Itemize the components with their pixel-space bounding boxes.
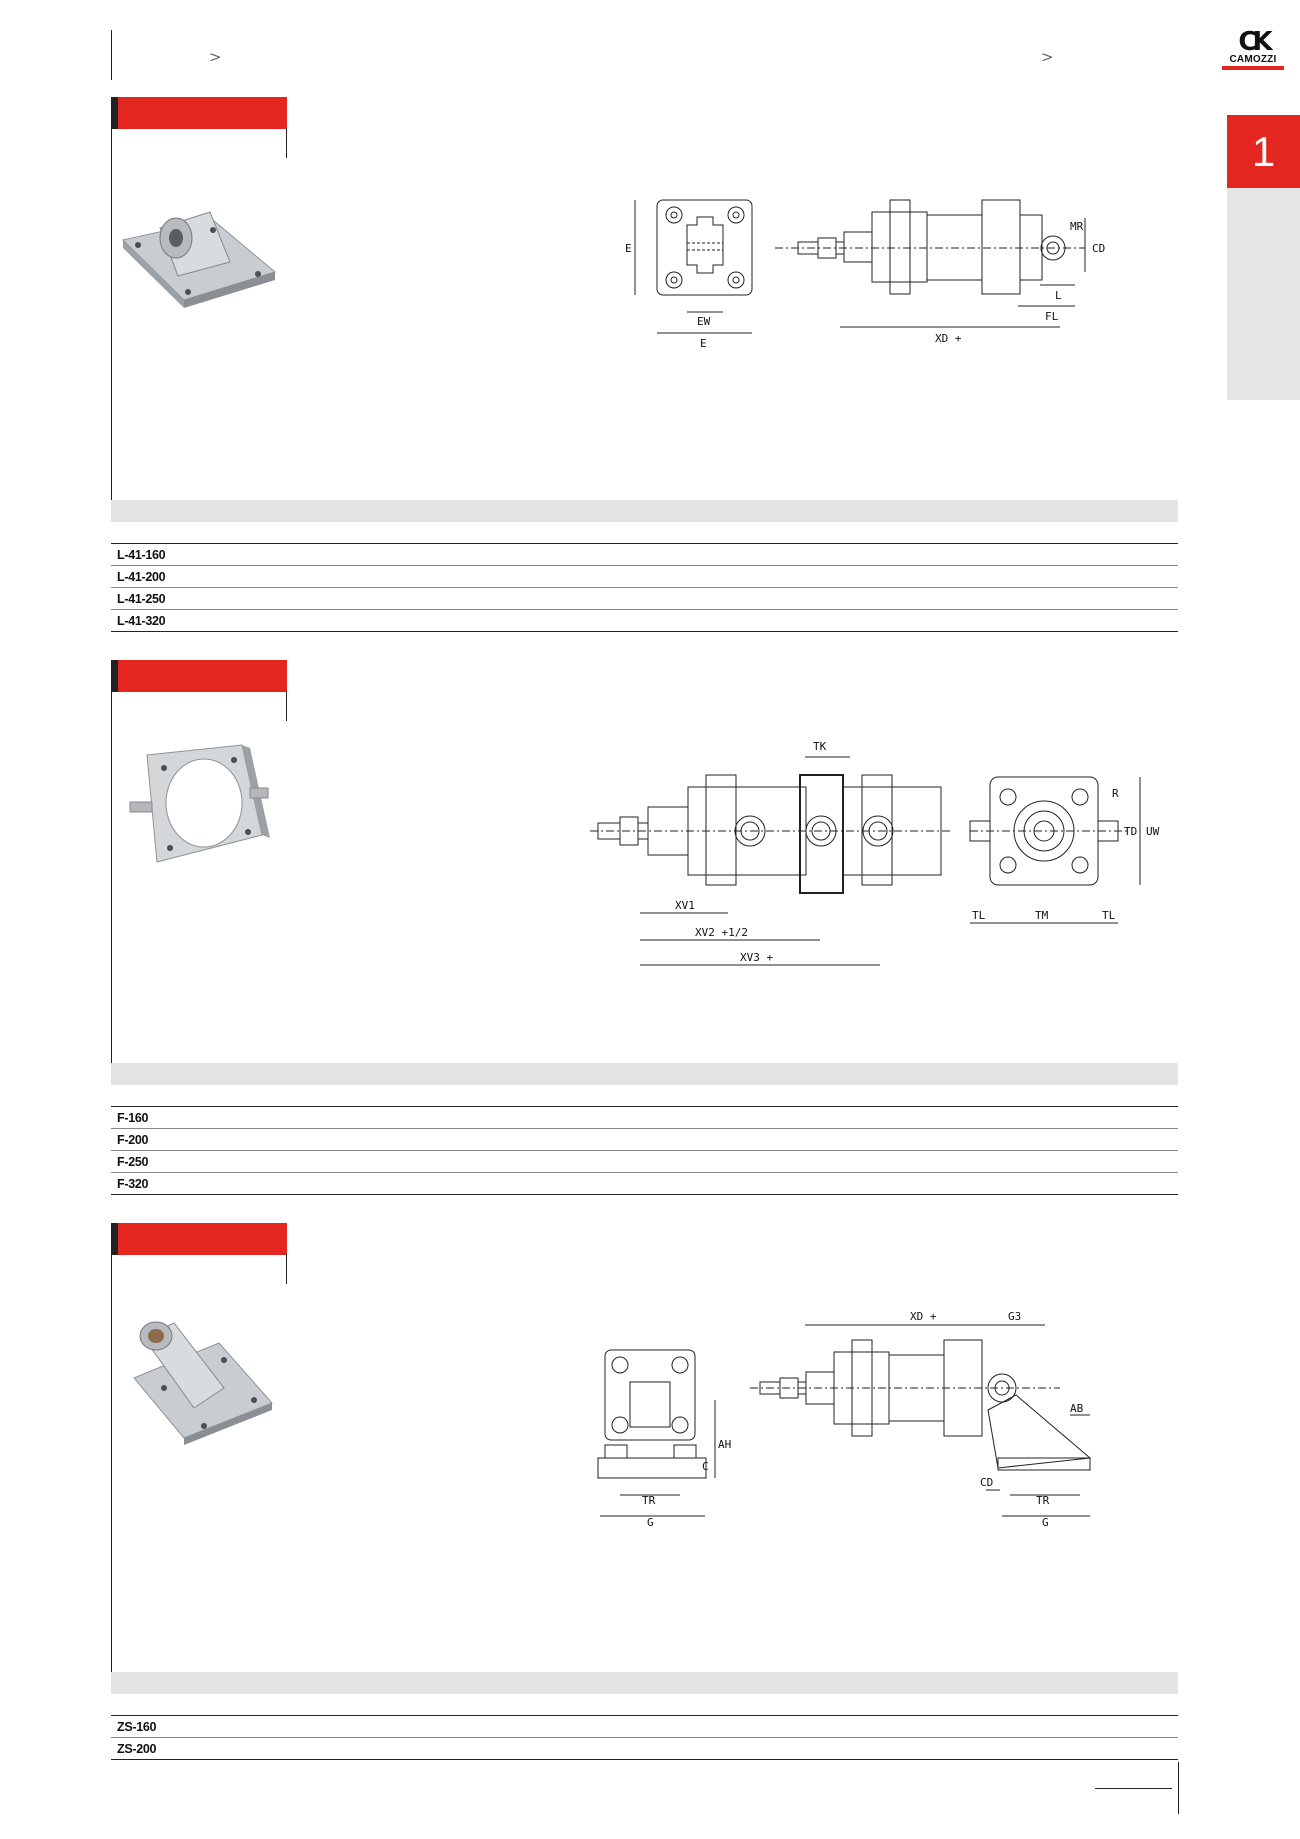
section-2-tab-rule	[286, 691, 287, 721]
table-header	[111, 1672, 1178, 1694]
section-2-left-rule	[111, 691, 112, 1063]
table-row: F-200	[111, 1129, 1178, 1151]
table-row: ZS-160	[111, 1716, 1178, 1738]
section-1-tab-rule	[286, 128, 287, 158]
table-row: L-41-320	[117, 614, 166, 628]
dim-tl-right: TL	[1102, 909, 1116, 922]
dim-l: L	[1055, 289, 1062, 302]
dim-cd: CD	[980, 1476, 993, 1489]
section-3-drawing	[597, 1324, 1092, 1517]
section-3-header-tab	[111, 1223, 287, 1255]
table-subheader	[111, 1694, 1178, 1716]
table-header	[111, 500, 1178, 522]
table-row: F-250	[111, 1151, 1178, 1173]
section-1-drawing	[634, 199, 1086, 334]
dim-g-left: G	[647, 1516, 654, 1529]
table-subheader	[111, 1085, 1178, 1107]
dim-tm: TM	[1035, 909, 1049, 922]
logo-mark: CK	[1238, 27, 1272, 57]
dim-tl-left: TL	[972, 909, 986, 922]
header-rule	[111, 30, 112, 80]
section-2-product-photo	[129, 744, 270, 863]
dim-g-right: G	[1042, 1516, 1049, 1529]
dim-mr: MR	[1070, 220, 1084, 233]
section-2-drawing-labels: TK XV1 XV2 +1/2 XV3 + R TD UW TL TM TL	[675, 740, 1160, 964]
table-row: ZS-200	[117, 1742, 157, 1756]
section-1-product-photo	[121, 211, 277, 308]
section-1-table: L-41-160 L-41-200 L-41-250 L-41-320	[111, 500, 1178, 632]
table-row: F-320	[117, 1177, 149, 1191]
chapter-side-tab[interactable]: 1	[1227, 115, 1300, 400]
section-3-drawing-labels: XD + G3 AH C TR G AB CD TR G	[642, 1310, 1084, 1529]
dim-e-vertical: E	[625, 242, 632, 255]
section-2-drawing	[590, 756, 1141, 966]
table-row: F-160	[111, 1107, 1178, 1129]
dim-tr-left: TR	[642, 1494, 656, 1507]
dim-r: R	[1112, 787, 1119, 800]
dim-xv3: XV3 +	[740, 951, 773, 964]
dim-xv2: XV2 +1/2	[695, 926, 748, 939]
section-1-header-tab	[111, 97, 287, 129]
dim-uw: UW	[1146, 825, 1160, 838]
section-3-table: ZS-160 ZS-200	[111, 1672, 1178, 1760]
dim-tk: TK	[813, 740, 827, 753]
table-row: L-41-160	[111, 544, 1178, 566]
table-row: L-41-200	[111, 566, 1178, 588]
section-1-drawing-labels: E EW E MR CD L FL XD +	[625, 220, 1105, 350]
logo-wordmark: CAMOZZI	[1222, 54, 1284, 70]
dim-fl: FL	[1045, 310, 1059, 323]
table-subheader	[111, 522, 1178, 544]
section-2-header-tab	[111, 660, 287, 692]
dim-ab: AB	[1070, 1402, 1084, 1415]
section-2-table: F-160 F-200 F-250 F-320	[111, 1063, 1178, 1195]
dim-cd: CD	[1092, 242, 1105, 255]
section-1-left-rule	[111, 128, 112, 500]
dim-ew: EW	[697, 315, 711, 328]
dim-g3: G3	[1008, 1310, 1021, 1323]
dim-c: C	[702, 1460, 709, 1473]
table-header	[111, 1063, 1178, 1085]
dim-xv1: XV1	[675, 899, 695, 912]
dim-xd: XD +	[935, 332, 962, 345]
dim-tr-right: TR	[1036, 1494, 1050, 1507]
dim-td: TD	[1124, 825, 1137, 838]
breadcrumb-chevron-left: >	[209, 48, 222, 66]
dim-ah: AH	[718, 1438, 731, 1451]
dim-xd: XD +	[910, 1310, 937, 1323]
table-row: L-41-250	[111, 588, 1178, 610]
footer-rule	[1178, 1762, 1179, 1814]
section-3-product-photo	[133, 1321, 273, 1445]
chapter-number: 1	[1227, 115, 1300, 188]
camozzi-logo: CK CAMOZZI	[1222, 27, 1284, 70]
dim-e: E	[700, 337, 707, 350]
section-3-tab-rule	[286, 1254, 287, 1284]
section-3-left-rule	[111, 1254, 112, 1672]
page-number-rule	[1095, 1788, 1172, 1789]
breadcrumb-chevron-right: >	[1041, 48, 1054, 66]
